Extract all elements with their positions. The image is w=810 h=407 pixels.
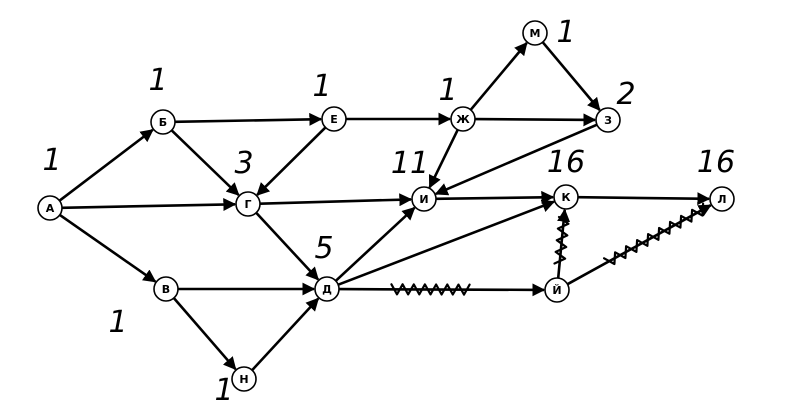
edge-e-g	[256, 126, 327, 196]
node-label: Б	[159, 116, 167, 129]
node-circle	[544, 277, 570, 303]
node-label: Ж	[456, 113, 470, 126]
node-circle	[314, 276, 340, 302]
node-e: Е	[321, 106, 347, 132]
node-z: З	[595, 107, 621, 133]
edge-b-e	[174, 112, 323, 126]
edge-a-v	[59, 213, 157, 283]
node-label: М	[530, 27, 541, 40]
edge-m-z	[541, 41, 601, 111]
node-label: Г	[244, 198, 251, 211]
node-label: Н	[239, 373, 248, 386]
node-circle	[153, 276, 179, 302]
node-circle	[595, 107, 621, 133]
node-b: Б	[150, 109, 176, 135]
annotation-a: 1	[42, 143, 61, 178]
node-circle	[411, 186, 437, 212]
edge-j-l	[566, 204, 712, 286]
node-i: И	[411, 186, 437, 212]
node-g: Г	[235, 191, 261, 217]
node-label: И	[419, 193, 428, 206]
edge-a-g	[61, 198, 237, 212]
node-zh: Ж	[450, 106, 476, 132]
nodes-layer: А Б В Г Д Е Ж З И Й К Л М Н	[37, 20, 735, 392]
annotation-k: 16	[547, 145, 585, 180]
annotation-b: 1	[148, 63, 167, 98]
annotation-l: 16	[697, 145, 735, 180]
edge-n-d	[251, 297, 320, 372]
node-circle	[235, 191, 261, 217]
node-j: Й	[544, 277, 570, 303]
edge-k-l	[577, 192, 711, 206]
node-label: З	[604, 114, 612, 127]
node-circle	[522, 20, 548, 46]
edge-g-i	[259, 193, 413, 207]
scribble-j-k	[553, 215, 570, 265]
edge-v-n	[172, 297, 237, 371]
node-label: Е	[330, 113, 338, 126]
node-label: Л	[717, 193, 726, 206]
annotation-m: 1	[556, 15, 575, 50]
node-m: М	[522, 20, 548, 46]
edge-i-k	[435, 190, 555, 204]
node-circle	[553, 184, 579, 210]
annotation-n: 1	[214, 373, 233, 407]
node-l: Л	[709, 186, 735, 212]
node-a: А	[37, 195, 63, 221]
node-label: В	[162, 283, 170, 296]
edge-z-i	[434, 123, 598, 196]
annotation-e: 1	[312, 69, 331, 104]
annotation-i: 11	[391, 146, 429, 181]
edge-d-i	[334, 206, 416, 282]
node-v: В	[153, 276, 179, 302]
edge-zh-i	[428, 129, 459, 189]
node-circle	[709, 186, 735, 212]
node-circle	[321, 106, 347, 132]
edge-zh-m	[469, 42, 528, 111]
edges-layer	[58, 41, 712, 372]
node-label: Й	[552, 284, 561, 297]
node-circle	[150, 109, 176, 135]
annotation-g: 3	[234, 146, 253, 181]
scribble-layer	[390, 202, 705, 296]
edge-a-b	[58, 128, 154, 202]
node-k: К	[553, 184, 579, 210]
node-circle	[37, 195, 63, 221]
node-label: А	[46, 202, 55, 215]
node-label: Д	[322, 283, 332, 296]
annotation-z: 2	[616, 77, 635, 112]
annotation-v: 1	[108, 305, 127, 340]
node-d: Д	[314, 276, 340, 302]
node-circle	[231, 366, 257, 392]
scribble-d-j	[390, 283, 471, 296]
scribble-j-l	[603, 202, 705, 266]
annotation-zh: 1	[438, 73, 457, 108]
node-circle	[450, 106, 476, 132]
annotation-d: 5	[314, 231, 333, 266]
edge-d-k	[337, 199, 556, 286]
edge-zh-z	[474, 113, 597, 127]
node-n: Н	[231, 366, 257, 392]
node-label: К	[562, 191, 571, 204]
edge-g-d	[255, 211, 320, 281]
edge-d-j	[338, 283, 546, 297]
edge-b-g	[170, 129, 240, 196]
